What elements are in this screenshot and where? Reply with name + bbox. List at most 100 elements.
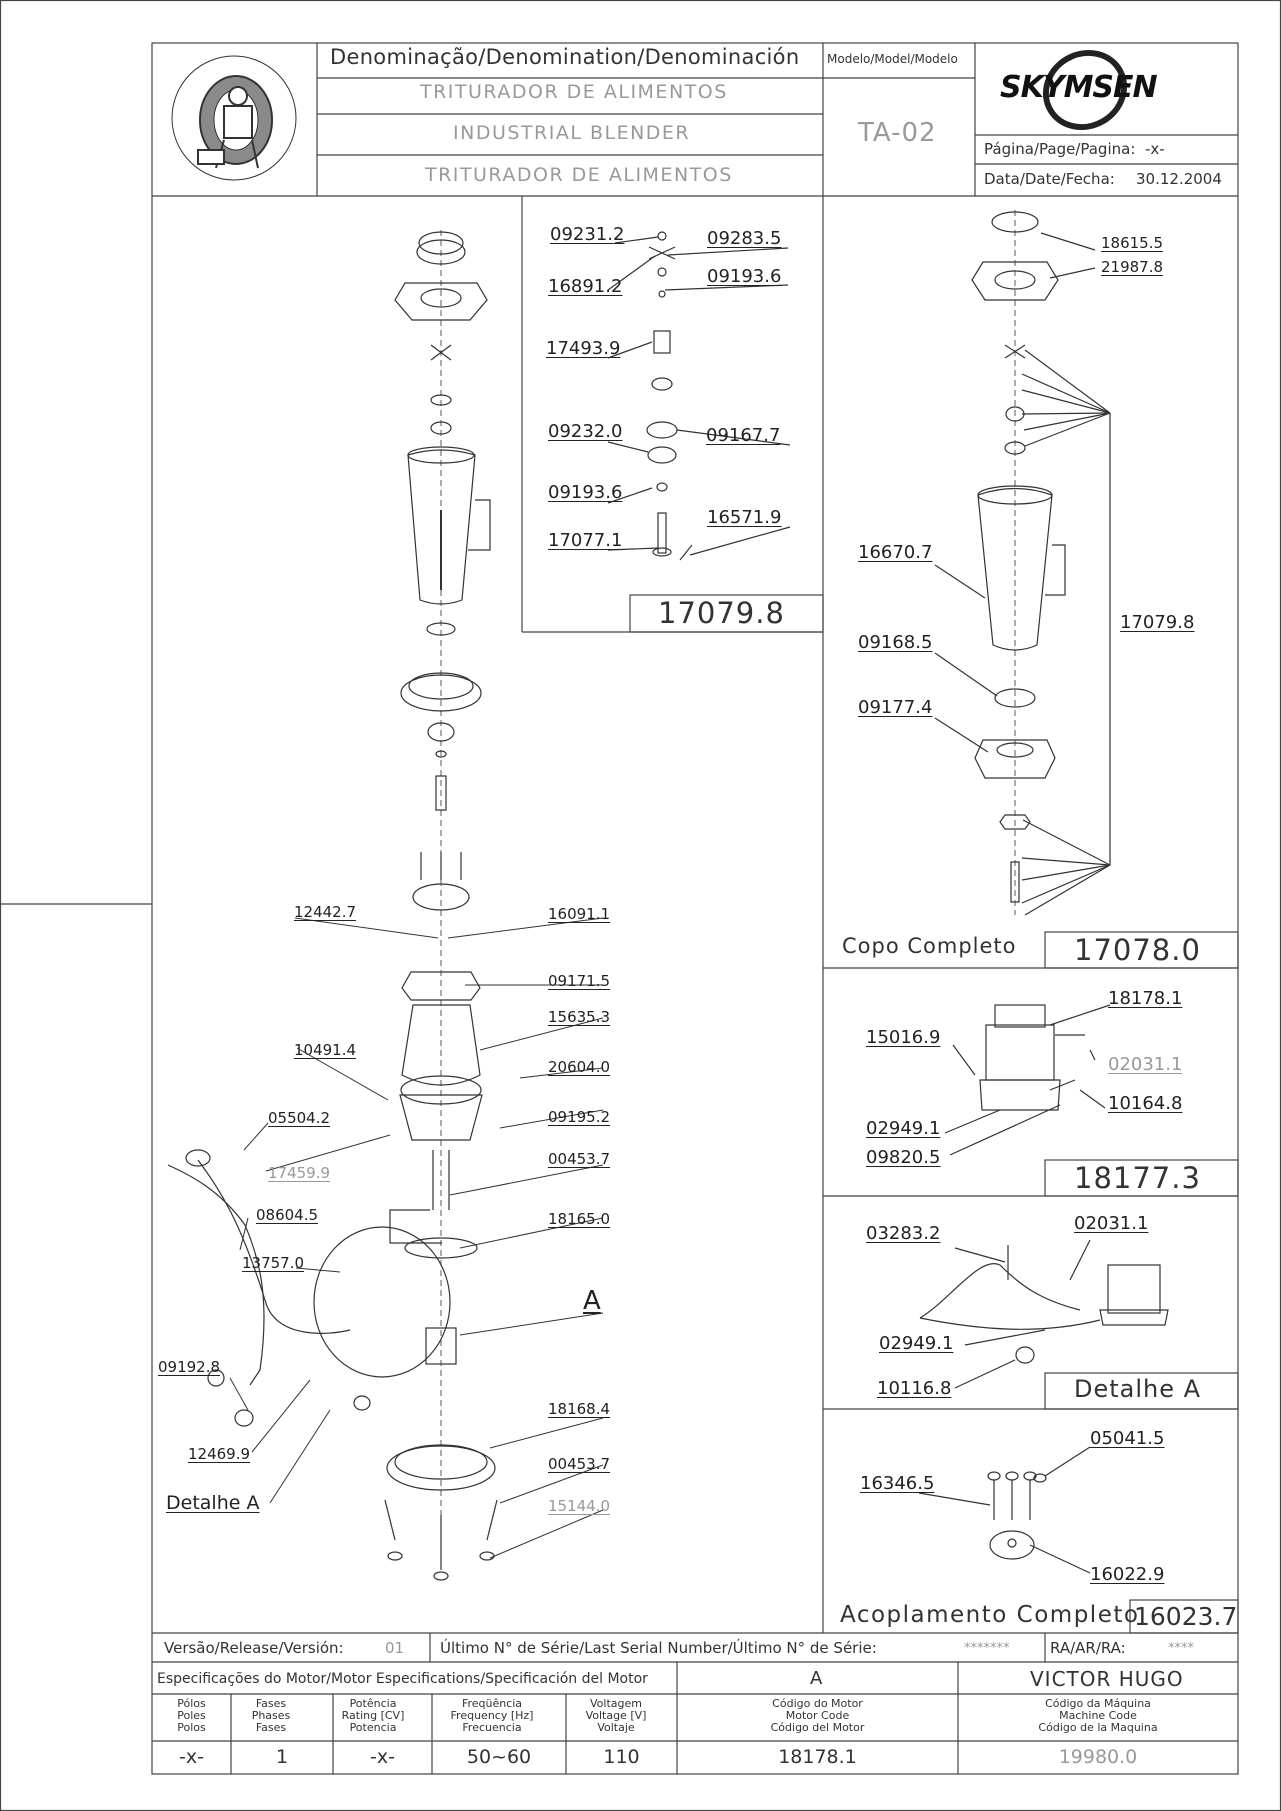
col-header-line: Phases <box>251 1709 291 1722</box>
col-header-line: Fases <box>255 1721 287 1734</box>
part-label: 17079.8 <box>1120 612 1195 633</box>
part-label: 10491.4 <box>294 1041 357 1059</box>
motor-spec-owner: VICTOR HUGO <box>1030 1667 1184 1691</box>
poles-value: -x- <box>179 1746 204 1768</box>
part-label: 02031.1 <box>1108 1054 1183 1075</box>
version-value: 01 <box>385 1639 405 1657</box>
product-name-es: TRITURADOR DE ALIMENTOS <box>425 164 733 186</box>
col-header-line: Frecuencia <box>462 1721 522 1734</box>
col-header-line: Poles <box>177 1709 206 1722</box>
col-header-line: Machine Code <box>1059 1709 1137 1722</box>
blade-assembly-code: 17079.8 <box>658 596 785 630</box>
col-machine-code-header: Código da Máquina Machine Code Código de… <box>958 1698 1238 1734</box>
col-header-line: Pólos <box>177 1697 206 1710</box>
col-header-line: Código del Motor <box>770 1721 865 1734</box>
part-label: 09167.7 <box>706 425 781 446</box>
col-header-line: Polos <box>177 1721 206 1734</box>
part-label: 09193.6 <box>548 482 623 503</box>
part-label: 09232.0 <box>548 421 623 442</box>
col-phases-header: Fases Phases Fases <box>231 1698 311 1734</box>
ra-label: RA/AR/RA: <box>1050 1639 1126 1657</box>
col-frequency-header: Freqüência Frequency [Hz] Frecuencia <box>432 1698 552 1734</box>
motor-code-value: 18178.1 <box>778 1746 857 1768</box>
part-label: 02949.1 <box>866 1118 941 1139</box>
part-label: 09283.5 <box>707 228 782 249</box>
date-value: 30.12.2004 <box>1136 170 1222 188</box>
part-label: 05504.2 <box>268 1109 331 1127</box>
model-value: TA-02 <box>858 118 937 148</box>
col-header-line: Fases <box>255 1697 287 1710</box>
col-header-line: Voltage [V] <box>585 1709 647 1722</box>
part-label: 09168.5 <box>858 632 933 653</box>
part-label: 21987.8 <box>1101 258 1164 276</box>
motor-assembly-code: 18177.3 <box>1074 1161 1201 1195</box>
cup-complete-title: Copo Completo <box>842 934 1017 958</box>
serial-label: Último N° de Série/Last Serial Number/Úl… <box>440 1639 877 1657</box>
part-label: 10116.8 <box>877 1378 952 1399</box>
part-label: 00453.7 <box>548 1455 611 1473</box>
part-label: 13757.0 <box>242 1254 305 1272</box>
col-header-line: Freqüência <box>461 1697 523 1710</box>
detail-a-drawing <box>919 1239 1169 1389</box>
part-label: 02031.1 <box>1074 1213 1149 1234</box>
voltage-value: 110 <box>603 1746 640 1768</box>
brand-name: SKYMSEN <box>1000 70 1158 105</box>
col-power-header: Potência Rating [CV] Potencia <box>333 1698 413 1734</box>
col-header-line: Rating [CV] <box>341 1709 405 1722</box>
part-label: 03283.2 <box>866 1223 941 1244</box>
serial-value: ******* <box>964 1641 1010 1656</box>
model-label: Modelo/Model/Modelo <box>827 52 958 66</box>
part-label: 15144.0 <box>548 1497 611 1515</box>
part-label: 09171.5 <box>548 972 611 990</box>
col-header-line: Potência <box>349 1697 397 1710</box>
part-label: 16022.9 <box>1090 1564 1165 1585</box>
col-header-line: Potencia <box>349 1721 397 1734</box>
coupling-title: Acoplamento Completo <box>840 1602 1140 1628</box>
coupling-drawing <box>918 1446 1091 1574</box>
seal-logo <box>171 55 297 181</box>
part-label: 09195.2 <box>548 1108 611 1126</box>
motor-spec-variant: A <box>810 1668 823 1689</box>
part-label: 18165.0 <box>548 1210 611 1228</box>
detail-a-marker: A <box>583 1286 601 1316</box>
part-label: 16670.7 <box>858 542 933 563</box>
part-label: 12469.9 <box>188 1445 251 1463</box>
phases-value: 1 <box>275 1746 289 1768</box>
part-label: 09193.6 <box>707 266 782 287</box>
part-label: 17493.9 <box>546 338 621 359</box>
main-exploded-view <box>167 230 498 1581</box>
part-label: 09820.5 <box>866 1147 941 1168</box>
machine-code-value: 19980.0 <box>1058 1746 1138 1768</box>
part-label: 16346.5 <box>860 1473 935 1494</box>
part-label: 05041.5 <box>1090 1428 1165 1449</box>
part-label: 09192.8 <box>158 1358 221 1376</box>
product-name-en: INDUSTRIAL BLENDER <box>453 122 691 144</box>
part-label: 12442.7 <box>294 903 357 921</box>
col-motor-code-header: Código do Motor Motor Code Código del Mo… <box>677 1698 958 1734</box>
coupling-code: 16023.7 <box>1134 1602 1238 1631</box>
part-label: 18615.5 <box>1101 234 1164 252</box>
part-label: 15016.9 <box>866 1027 941 1048</box>
part-label: 20604.0 <box>548 1058 611 1076</box>
cup-complete-drawing <box>934 210 1111 916</box>
product-name-pt: TRITURADOR DE ALIMENTOS <box>420 81 728 103</box>
part-label: 17459.9 <box>268 1164 331 1182</box>
part-label: 08604.5 <box>256 1206 319 1224</box>
col-header-line: Código da Máquina <box>1045 1697 1151 1710</box>
col-header-line: Código de la Maquina <box>1038 1721 1158 1734</box>
part-label: 10164.8 <box>1108 1093 1183 1114</box>
page-label: Página/Page/Pagina: <box>984 140 1136 158</box>
main-leader-lines <box>229 917 604 1559</box>
detail-a-callout: Detalhe A <box>166 1492 260 1514</box>
part-label: 18168.4 <box>548 1400 611 1418</box>
ra-value: **** <box>1168 1641 1194 1656</box>
part-label: 16091.1 <box>548 905 611 923</box>
part-label: 09177.4 <box>858 697 933 718</box>
version-label: Versão/Release/Versión: <box>164 1639 344 1657</box>
part-label: 15635.3 <box>548 1008 611 1026</box>
part-label: 18178.1 <box>1108 988 1183 1009</box>
part-label: 02949.1 <box>879 1333 954 1354</box>
part-label: 16571.9 <box>707 507 782 528</box>
col-header-line: Motor Code <box>785 1709 850 1722</box>
